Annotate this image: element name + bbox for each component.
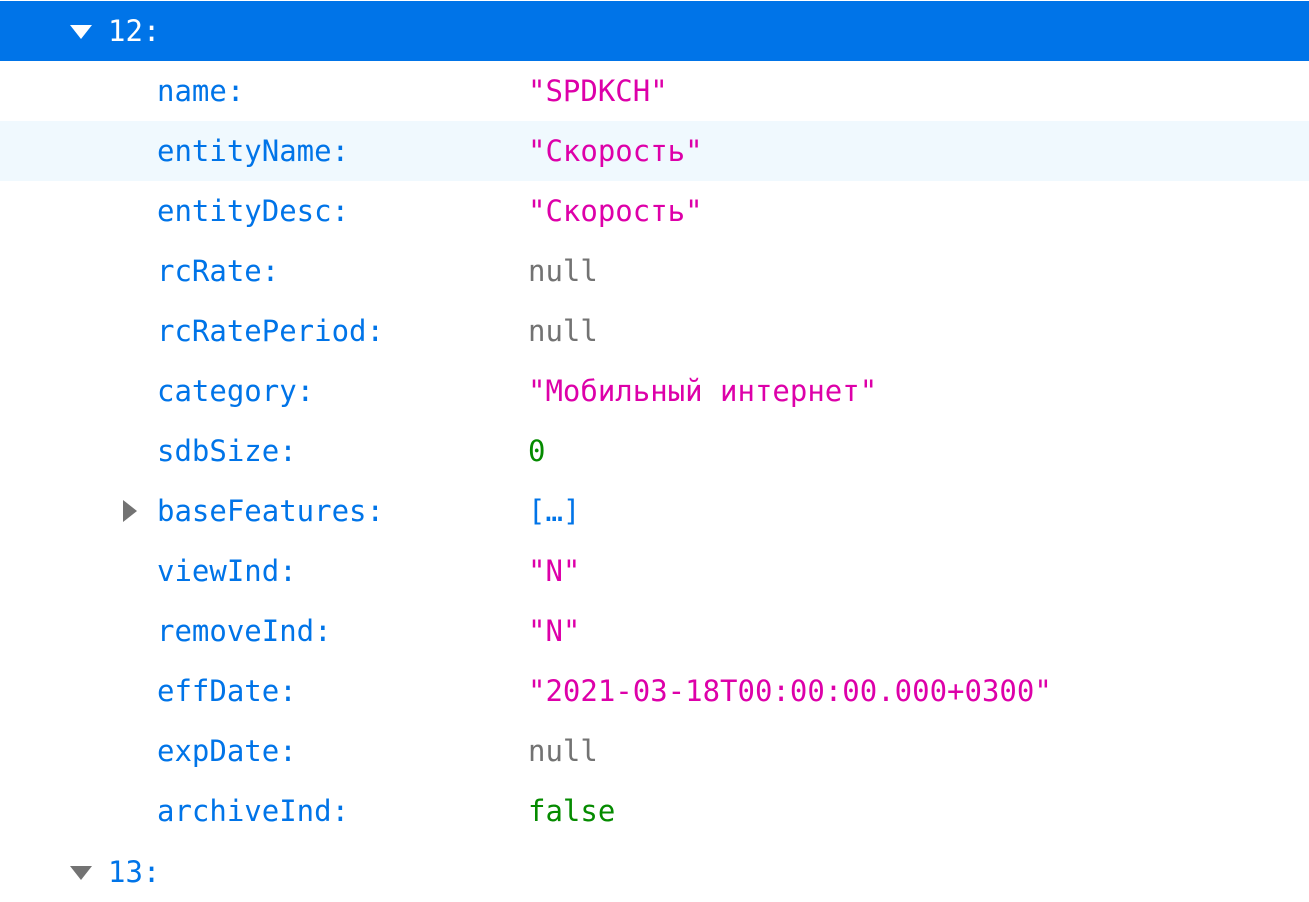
json-value: "N" bbox=[528, 614, 581, 648]
object-row-13[interactable]: 13: bbox=[0, 842, 1309, 902]
expanded-triangle-icon[interactable] bbox=[70, 866, 92, 880]
json-value: 0 bbox=[528, 434, 546, 468]
json-value: "Скорость" bbox=[528, 194, 703, 228]
json-value: […] bbox=[528, 494, 581, 528]
json-value: "Скорость" bbox=[528, 134, 703, 168]
json-key: effDate: bbox=[157, 674, 297, 708]
json-value: false bbox=[528, 794, 616, 828]
json-row-effDate[interactable]: effDate: "2021-03-18T00:00:00.000+0300" bbox=[0, 661, 1309, 721]
json-value: null bbox=[528, 734, 598, 768]
collapsed-triangle-icon[interactable] bbox=[123, 500, 137, 522]
json-key: entityDesc: bbox=[157, 194, 350, 228]
json-value: null bbox=[528, 314, 598, 348]
expanded-triangle-icon[interactable] bbox=[70, 25, 92, 39]
json-key: viewInd: bbox=[157, 554, 297, 588]
json-key: entityName: bbox=[157, 134, 350, 168]
json-key: baseFeatures: bbox=[157, 494, 384, 528]
json-row-entityDesc[interactable]: entityDesc: "Скорость" bbox=[0, 181, 1309, 241]
json-row-rcRate[interactable]: rcRate: null bbox=[0, 241, 1309, 301]
json-key: expDate: bbox=[157, 734, 297, 768]
json-value: "2021-03-18T00:00:00.000+0300" bbox=[528, 674, 1052, 708]
json-row-expDate[interactable]: expDate: null bbox=[0, 721, 1309, 781]
json-key: removeInd: bbox=[157, 614, 332, 648]
json-key: archiveInd: bbox=[157, 794, 350, 828]
json-row-name[interactable]: name: "SPDKCH" bbox=[0, 61, 1309, 121]
json-row-rcRatePeriod[interactable]: rcRatePeriod: null bbox=[0, 301, 1309, 361]
json-key: rcRatePeriod: bbox=[157, 314, 384, 348]
json-row-archiveInd[interactable]: archiveInd: false bbox=[0, 781, 1309, 841]
json-row-sdbSize[interactable]: sdbSize: 0 bbox=[0, 421, 1309, 481]
json-value: null bbox=[528, 254, 598, 288]
json-value: "SPDKCH" bbox=[528, 74, 668, 108]
json-key: category: bbox=[157, 374, 315, 408]
json-key: rcRate: bbox=[157, 254, 280, 288]
json-row-entityName[interactable]: entityName: "Скорость" bbox=[0, 121, 1309, 181]
object-index-label: 13: bbox=[108, 855, 161, 889]
json-value: "N" bbox=[528, 554, 581, 588]
json-row-removeInd[interactable]: removeInd: "N" bbox=[0, 601, 1309, 661]
json-row-viewInd[interactable]: viewInd: "N" bbox=[0, 541, 1309, 601]
json-row-baseFeatures[interactable]: baseFeatures: […] bbox=[0, 481, 1309, 541]
object-row-12[interactable]: 12: bbox=[0, 1, 1309, 61]
object-index-label: 12: bbox=[108, 14, 161, 48]
json-value: "Мобильный интернет" bbox=[528, 374, 878, 408]
json-key: sdbSize: bbox=[157, 434, 297, 468]
json-row-category[interactable]: category: "Мобильный интернет" bbox=[0, 361, 1309, 421]
json-key: name: bbox=[157, 74, 245, 108]
